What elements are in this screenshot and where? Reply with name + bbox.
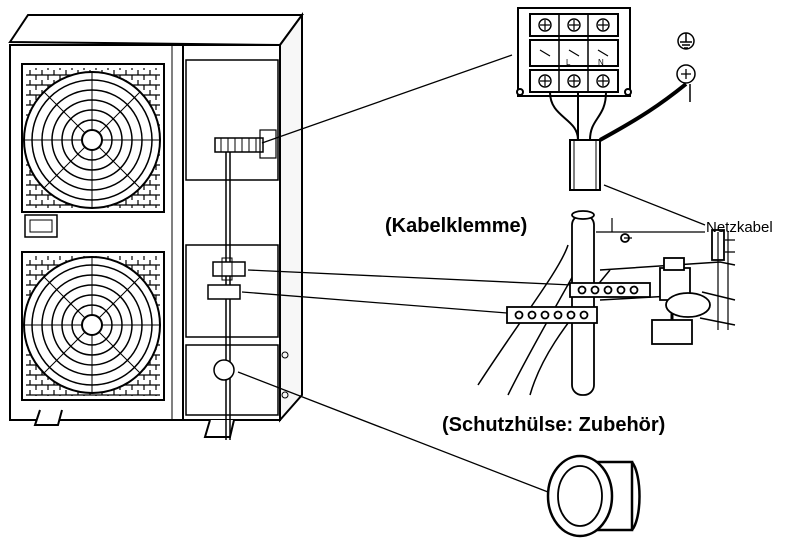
cable-clamp-label: (Kabelklemme) — [385, 215, 528, 237]
protective-sleeve-label: (Schutzhülse: Zubehör) — [442, 414, 666, 436]
outdoor-unit — [8, 11, 304, 440]
terminal-block-detail — [516, 7, 632, 97]
power-cable-label: Netzkabel — [706, 219, 773, 236]
terminal-mark-n: N — [598, 58, 604, 67]
earth-screw-icon — [676, 64, 696, 84]
terminal-mark-l: L — [566, 58, 571, 67]
earth-ground-icon — [677, 32, 695, 50]
cable-clamp-detail — [477, 210, 736, 396]
power-cable — [549, 82, 691, 191]
leader-lines — [237, 54, 706, 493]
protective-sleeve-icon — [546, 454, 641, 538]
